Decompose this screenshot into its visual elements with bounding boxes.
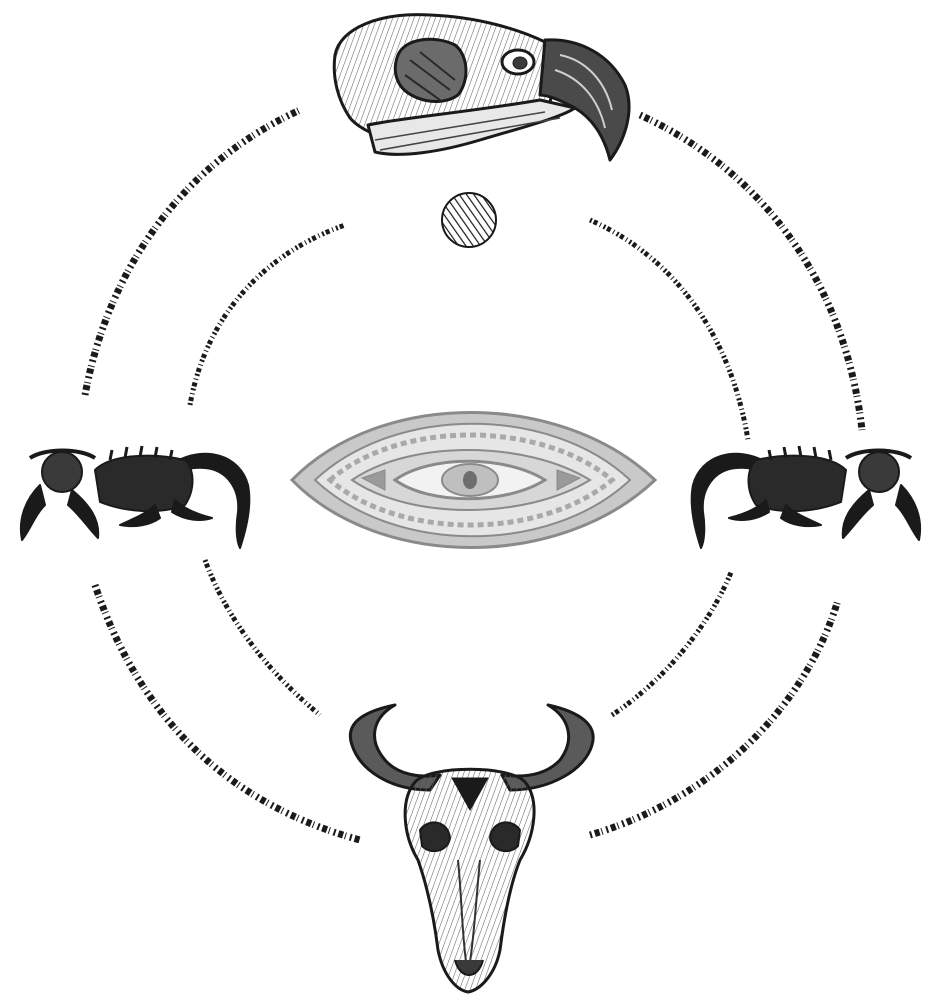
outer-arc-bottom-left — [95, 585, 360, 840]
hatched-disc-icon — [442, 193, 496, 247]
outer-arc-top-right — [640, 115, 862, 430]
inner-arc-bottom-left — [205, 560, 320, 715]
inner-arc-bottom-right — [612, 570, 732, 715]
almond-eye-icon — [292, 413, 655, 548]
crouching-creature-icon — [692, 446, 920, 548]
outer-arc-top-left — [85, 110, 300, 395]
inner-arc-top-left — [190, 225, 345, 405]
crouching-creature-icon — [21, 446, 249, 548]
outer-arc-bottom-right — [590, 600, 838, 835]
bird-skull-icon — [334, 15, 629, 160]
inner-arc-top-right — [590, 220, 748, 440]
bull-skull-icon — [350, 705, 593, 992]
